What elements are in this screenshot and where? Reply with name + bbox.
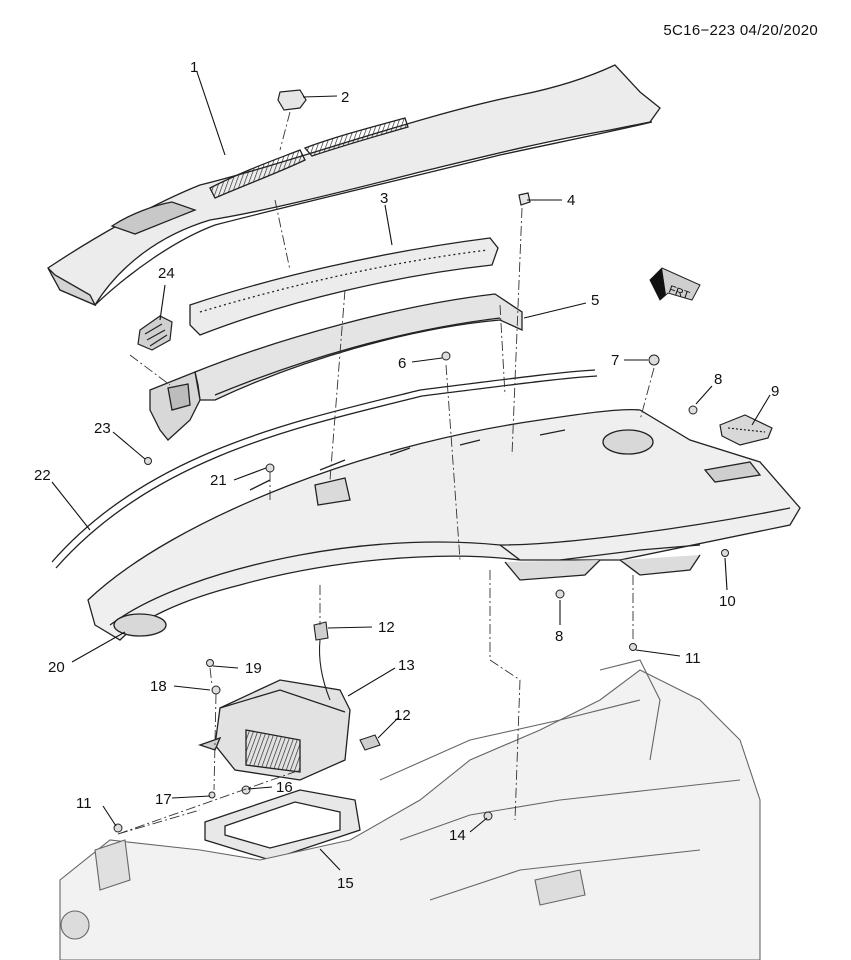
fasteners xyxy=(113,351,729,833)
callout-16: 16 xyxy=(276,779,293,796)
callout-18: 18 xyxy=(150,678,167,695)
callout-12-upper: 12 xyxy=(378,619,395,636)
callout-12-lower: 12 xyxy=(394,707,411,724)
control-module-part-13 xyxy=(197,679,351,781)
callout-21: 21 xyxy=(210,472,227,489)
vent-bezel-part-9 xyxy=(719,414,773,446)
callout-13: 13 xyxy=(398,657,415,674)
callout-1: 1 xyxy=(190,59,198,76)
upper-trim-pad xyxy=(47,64,661,307)
callout-23: 23 xyxy=(94,420,111,437)
diagram-code: 5C16−223 04/20/2020 xyxy=(663,22,818,39)
callout-11-upper: 11 xyxy=(685,650,701,667)
assembly-lines xyxy=(117,111,655,835)
callout-19: 19 xyxy=(245,660,262,677)
connector-part-12-lower xyxy=(359,734,381,751)
windshield-seal-strip xyxy=(51,369,598,569)
connector-part-12-upper xyxy=(313,621,331,701)
callout-4: 4 xyxy=(567,192,575,209)
callout-11-lower: 11 xyxy=(76,795,92,812)
callout-15: 15 xyxy=(337,875,354,892)
callout-3: 3 xyxy=(380,190,388,207)
clip-part-4 xyxy=(518,192,531,206)
callout-20: 20 xyxy=(48,659,65,676)
instrument-panel-carrier xyxy=(87,408,801,641)
mounting-bracket-part-15 xyxy=(204,789,361,861)
lower-dash-structure xyxy=(59,659,761,960)
callout-14: 14 xyxy=(449,827,466,844)
callout-2: 2 xyxy=(341,89,349,106)
callout-17: 17 xyxy=(155,791,172,808)
callout-6: 6 xyxy=(398,355,406,372)
lower-trim-strip xyxy=(149,293,523,441)
callout-labels: 1 2 3 4 5 6 7 8 9 23 24 22 21 20 19 12 8… xyxy=(34,59,779,892)
callout-8-upper: 8 xyxy=(714,371,722,388)
callout-5: 5 xyxy=(591,292,599,309)
side-vent-part-24 xyxy=(137,315,173,351)
callout-8-lower: 8 xyxy=(555,628,563,645)
callout-24: 24 xyxy=(158,265,175,282)
defroster-grille xyxy=(189,237,499,336)
callout-10: 10 xyxy=(719,593,736,610)
clip-part-2 xyxy=(277,89,307,111)
leader-lines xyxy=(51,71,771,871)
callout-7: 7 xyxy=(611,352,619,369)
callout-9: 9 xyxy=(771,383,779,400)
callout-22: 22 xyxy=(34,467,51,484)
front-direction-icon: FRT xyxy=(649,267,701,302)
